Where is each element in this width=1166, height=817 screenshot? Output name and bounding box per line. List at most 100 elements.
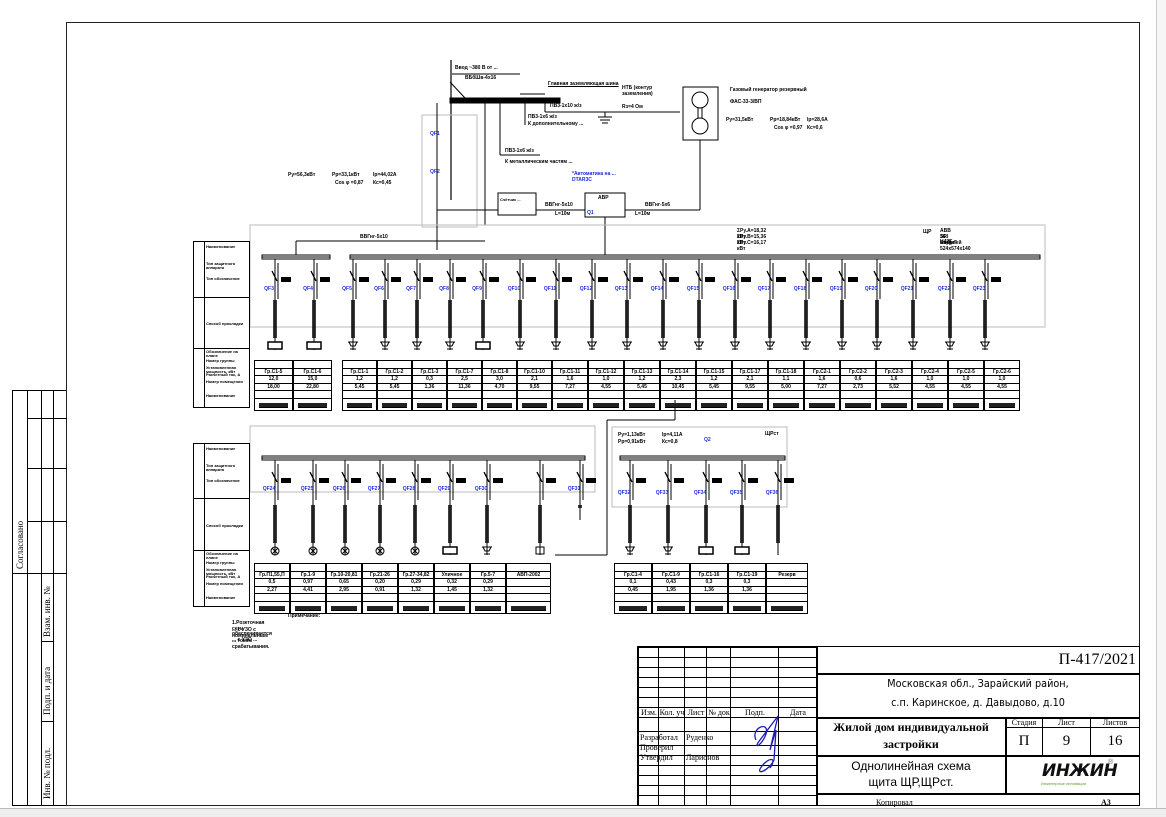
breaker-rating [562, 277, 572, 282]
ats-id: Q1 [587, 210, 594, 216]
address-line-2: с.п. Каринское, д. Давыдово, д.10 [891, 696, 1065, 709]
breaker-rating [705, 277, 715, 282]
empty-cell [294, 391, 331, 399]
breaker-contact [411, 471, 418, 483]
empty-cell [255, 594, 289, 602]
group-power: 1,6 [877, 376, 911, 384]
address-line-1: Московская обл., Зарайский район, [887, 677, 1069, 690]
panel2-id: ЩРст [765, 431, 779, 437]
breaker-label: QF34 [694, 490, 707, 496]
breaker-label: QF36 [766, 490, 779, 496]
group-power: 0,65 [327, 579, 361, 587]
breaker-contact [446, 270, 453, 282]
room-name [259, 402, 288, 408]
cable-label [538, 505, 542, 543]
empty-cell [471, 594, 505, 602]
breaker-contact [536, 471, 543, 483]
breaker-contact [659, 270, 666, 282]
logo-registered-mark: ® [1108, 759, 1114, 766]
socket-icon [663, 546, 673, 555]
empty-cell [913, 361, 947, 369]
room-name [881, 402, 907, 408]
socket-icon [380, 341, 390, 350]
legend-label: Номер помещения [206, 581, 243, 586]
breaker-rating [919, 277, 929, 282]
group-power: 1,2 [625, 376, 659, 384]
empty-cell [255, 564, 289, 572]
legend-label: Тип обозначение [206, 276, 240, 281]
drawing-title-2: щита ЩР,ЩРст. [868, 775, 954, 789]
breaker-label: QF8 [439, 286, 449, 292]
group-number: Гр.5-7 [471, 572, 505, 579]
empty-cell [327, 594, 361, 602]
breaker-label: QF15 [687, 286, 700, 292]
main-param-ir: Iр=44,02А [373, 172, 397, 178]
load-box-icon [267, 341, 283, 350]
breaker-contact [702, 471, 709, 483]
group-current: 1,36 [691, 587, 727, 594]
cable-label [273, 505, 277, 543]
breaker-label: QF32 [618, 490, 631, 496]
socket-icon [872, 341, 882, 350]
socket-icon [801, 341, 811, 350]
empty-cell [769, 391, 803, 399]
breaker-rating [493, 478, 503, 483]
qf2-label: QF2 [430, 169, 440, 175]
legend-label: Номер группы [206, 560, 235, 565]
group-number: Гр.С1-11 [553, 369, 587, 376]
group-number: Гр.С1-16 [691, 572, 727, 579]
group-power: 0,97 [291, 579, 325, 587]
empty-cell [913, 391, 947, 399]
empty-cell [291, 594, 325, 602]
group-number: Гр.27-34,82 [399, 572, 433, 579]
cable-label [948, 300, 952, 338]
breaker-label: QF25 [301, 486, 314, 492]
empty-cell [471, 564, 505, 572]
breaker-label: QF14 [651, 286, 664, 292]
horizontal-scrollbar[interactable] [0, 808, 1166, 817]
lamp-icon [270, 546, 280, 556]
panel2-ir: Iр=4,11А [662, 432, 683, 438]
ats-note: *Автоматика на ... DTAR3C [572, 171, 616, 183]
pe-cable-1: ПВ3-1х10 ж/з [550, 103, 582, 109]
socket-icon [980, 341, 990, 350]
breaker-contact [310, 270, 317, 282]
panel2-pu: Pу=1,13кВт [618, 432, 646, 438]
main-param-pr: Pр=33,1кВт [332, 172, 360, 178]
group-power: 0,29 [471, 579, 505, 587]
cable-label [590, 300, 594, 338]
empty-cell [767, 594, 807, 602]
gen-param-ir: Iр=28,6А [807, 117, 828, 123]
revision-header: Дата [790, 708, 806, 717]
group-number: Гр.С1-14 [661, 369, 695, 376]
load-box-icon [306, 341, 322, 350]
empty-cell [507, 564, 550, 572]
copied-label: Копировал [876, 798, 913, 807]
cable-length-right: L=10м [635, 211, 651, 217]
breaker-contact [271, 270, 278, 282]
breaker-label: QF5 [342, 286, 352, 292]
group-number: Гр.С1-1 [343, 369, 376, 376]
main-param-cos: Cos φ =0,87 [335, 180, 364, 186]
group-power: 0,5 [255, 579, 289, 587]
revision-header: № док [708, 708, 730, 717]
breaker-rating [391, 277, 401, 282]
vertical-scrollbar[interactable] [1156, 0, 1166, 816]
logo-text: ИНЖИН [1042, 761, 1118, 781]
breaker-rating [636, 478, 646, 483]
socket-icon [587, 341, 597, 350]
group-current: 1,32 [471, 587, 505, 594]
empty-cell [589, 361, 623, 369]
empty-cell [413, 391, 446, 399]
switch-icon [535, 546, 545, 555]
group-power: 2,1 [733, 376, 767, 384]
room-name [259, 605, 285, 611]
group-number: Гр.С2-5 [949, 369, 983, 376]
group-current: 5,45 [625, 384, 659, 391]
room-name [771, 605, 803, 611]
